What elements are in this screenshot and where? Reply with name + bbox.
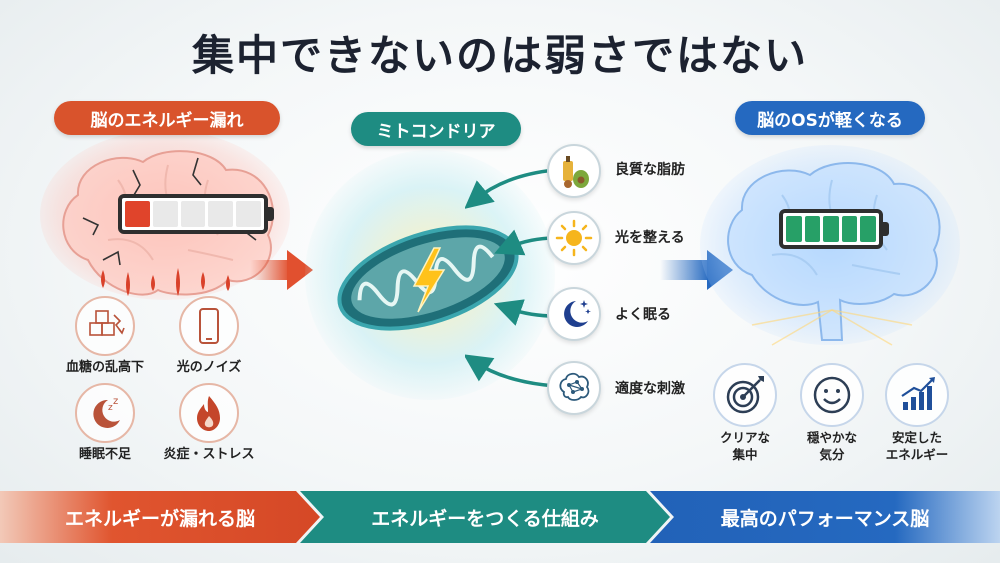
banner-step-leaking-brain: エネルギーが漏れる脳 xyxy=(0,491,320,543)
benefit-label: 安定した エネルギー xyxy=(885,430,949,462)
section-heading-brain-os: 脳のOSが軽くなる xyxy=(735,101,925,135)
arrow-right-shaft xyxy=(660,260,710,280)
mitochondria-icon xyxy=(337,225,519,331)
input-healthy-fat xyxy=(547,144,601,198)
problem-inflammation xyxy=(179,383,239,443)
growth-chart-icon xyxy=(901,377,935,410)
input-stimulation xyxy=(547,361,601,415)
arrow-right-red-icon xyxy=(287,250,313,290)
problem-label: 血糖の乱高下 xyxy=(65,360,144,375)
benefit-calm-mood xyxy=(800,363,864,427)
oil-avocado-nuts-icon xyxy=(563,156,589,188)
brain-network-icon xyxy=(559,372,590,401)
problem-sleep-deprivation: z z xyxy=(75,383,135,443)
svg-text:z: z xyxy=(113,396,118,407)
benefit-clear-focus xyxy=(713,363,777,427)
smile-icon xyxy=(813,376,851,414)
input-label: 良質な脂肪 xyxy=(615,162,685,178)
moon-stars-icon xyxy=(564,300,591,327)
problem-light-noise xyxy=(179,296,239,356)
problem-label: 光のノイズ xyxy=(176,360,242,375)
benefit-label: 穏やかな 気分 xyxy=(806,430,857,462)
input-sleep xyxy=(547,287,601,341)
battery-low-icon xyxy=(118,194,274,234)
input-label: 適度な刺激 xyxy=(615,381,685,397)
benefit-label: クリアな 集中 xyxy=(719,430,770,462)
problem-label: 睡眠不足 xyxy=(78,447,131,462)
input-light xyxy=(547,211,601,265)
battery-full-icon xyxy=(779,209,889,249)
page-title: 集中できないのは弱さではない xyxy=(191,31,808,80)
arrow-left-shaft xyxy=(250,260,290,280)
input-label: よく眠る xyxy=(615,307,671,323)
benefit-stable-energy xyxy=(885,363,949,427)
section-heading-mitochondria: ミトコンドリア xyxy=(351,112,521,146)
target-icon xyxy=(726,376,764,414)
flame-icon xyxy=(197,396,220,431)
banner-step-energy-mechanism: エネルギーをつくる仕組み xyxy=(300,491,670,543)
sleep-moon-icon: z z xyxy=(93,396,120,428)
banner-step-peak-brain: 最高のパフォーマンス脳 xyxy=(650,491,1000,543)
sun-icon xyxy=(555,219,593,257)
sugar-cubes-icon xyxy=(89,310,125,336)
smartphone-icon xyxy=(199,308,219,344)
svg-text:z: z xyxy=(108,403,113,413)
input-label: 光を整える xyxy=(615,230,685,246)
input-arrows xyxy=(465,168,556,388)
problem-label: 炎症・ストレス xyxy=(163,447,255,462)
section-heading-leak: 脳のエネルギー漏れ xyxy=(54,101,280,135)
healthy-brain-icon xyxy=(727,162,941,346)
problem-blood-sugar xyxy=(75,296,135,356)
